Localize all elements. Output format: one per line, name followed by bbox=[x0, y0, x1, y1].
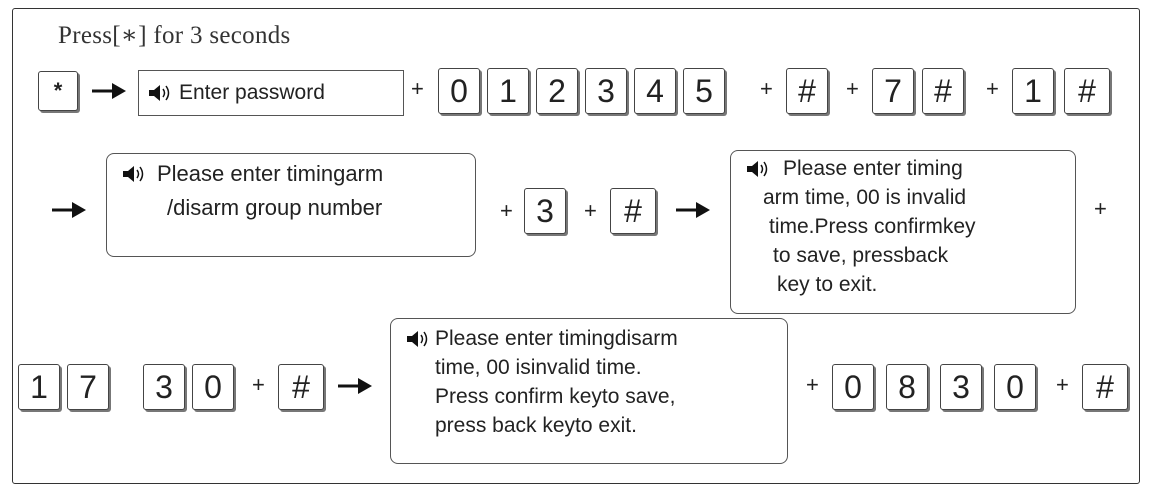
prompt-text: Enter password bbox=[179, 81, 325, 104]
plus-sign: + bbox=[411, 76, 424, 101]
prompt-line: Please enter timingdisarm bbox=[435, 327, 678, 350]
key-hash: # bbox=[610, 188, 656, 234]
plus-sign: + bbox=[252, 372, 265, 397]
plus-sign: + bbox=[846, 76, 859, 101]
arrow-right-icon bbox=[338, 378, 372, 394]
prompt-line: Press confirm keyto save, bbox=[435, 385, 676, 408]
diagram-frame bbox=[12, 8, 1140, 484]
prompt-arm-time: Please enter timing arm time, 00 is inva… bbox=[730, 150, 1076, 314]
speaker-icon bbox=[747, 161, 768, 177]
arrow-right-icon bbox=[676, 202, 710, 218]
key-digit: 0 bbox=[832, 364, 874, 410]
speaker-icon bbox=[149, 85, 170, 101]
prompt-disarm-time: Please enter timingdisarm time, 00 isinv… bbox=[390, 318, 788, 464]
prompt-line: time, 00 isinvalid time. bbox=[435, 356, 642, 379]
key-digit: 3 bbox=[585, 68, 627, 114]
prompt-group-number: Please enter timingarm /disarm group num… bbox=[106, 153, 476, 257]
key-hash: # bbox=[1082, 364, 1128, 410]
prompt-line: /disarm group number bbox=[167, 195, 383, 220]
key-digit: 3 bbox=[524, 188, 566, 234]
arrow-right-icon bbox=[52, 202, 86, 218]
key-digit: 7 bbox=[872, 68, 914, 114]
key-digit: 1 bbox=[1012, 68, 1054, 114]
key-digit: 7 bbox=[67, 364, 109, 410]
key-hash: # bbox=[922, 68, 964, 114]
plus-sign: + bbox=[500, 198, 513, 223]
speaker-icon bbox=[123, 166, 144, 182]
prompt-line: Please enter timingarm bbox=[157, 161, 384, 186]
key-digit: 0 bbox=[438, 68, 480, 114]
plus-sign: + bbox=[1094, 196, 1107, 221]
plus-sign: + bbox=[1056, 372, 1069, 397]
key-digit: 3 bbox=[143, 364, 185, 410]
key-hash: # bbox=[278, 364, 324, 410]
prompt-line: to save, pressback bbox=[773, 244, 949, 267]
arrow-right-icon bbox=[92, 83, 126, 99]
key-digit: 4 bbox=[634, 68, 676, 114]
prompt-line: arm time, 00 is invalid bbox=[763, 186, 967, 209]
prompt-line: key to exit. bbox=[777, 273, 878, 296]
key-digit: 1 bbox=[18, 364, 60, 410]
plus-sign: + bbox=[986, 76, 999, 101]
key-digit: 8 bbox=[886, 364, 928, 410]
prompt-line: press back keyto exit. bbox=[435, 414, 637, 437]
prompt-line: time.Press confirmkey bbox=[769, 215, 976, 238]
speaker-icon bbox=[407, 331, 428, 347]
key-digit: 1 bbox=[487, 68, 529, 114]
key-digit: 2 bbox=[536, 68, 578, 114]
key-digit: 5 bbox=[683, 68, 725, 114]
key-hash: # bbox=[1064, 68, 1110, 114]
prompt-enter-password: Enter password bbox=[138, 70, 404, 116]
plus-sign: + bbox=[584, 198, 597, 223]
plus-sign: + bbox=[806, 372, 819, 397]
key-digit: 0 bbox=[192, 364, 234, 410]
plus-sign: + bbox=[760, 76, 773, 101]
key-star: * bbox=[38, 71, 78, 111]
key-digit: 0 bbox=[994, 364, 1036, 410]
key-hash: # bbox=[786, 68, 828, 114]
key-digit: 3 bbox=[940, 364, 982, 410]
instruction-title: Press[∗] for 3 seconds bbox=[58, 22, 291, 49]
prompt-line: Please enter timing bbox=[783, 157, 963, 180]
